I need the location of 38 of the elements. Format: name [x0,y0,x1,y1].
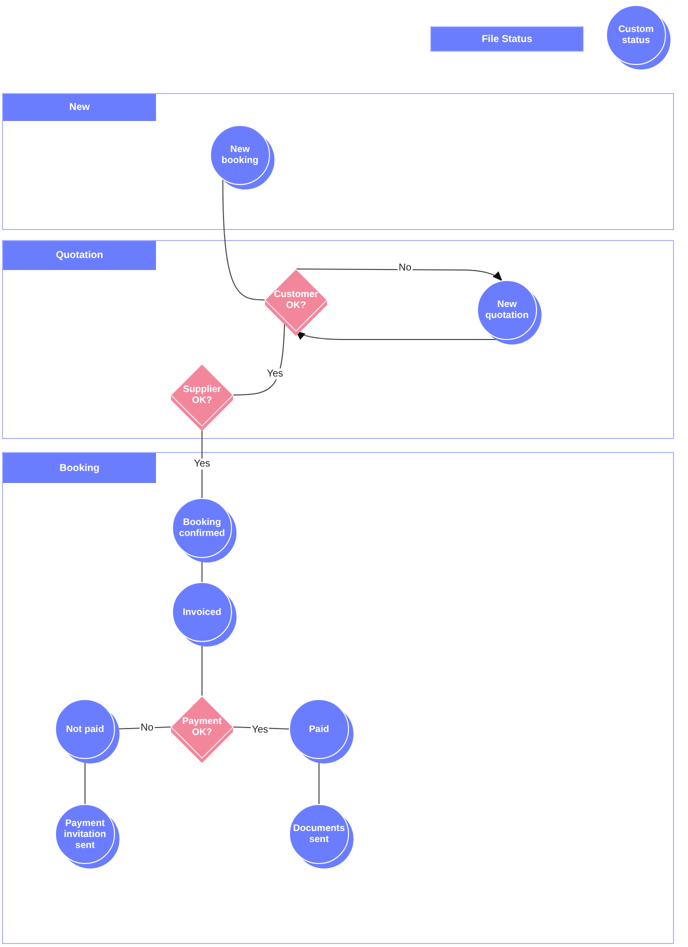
node-label: Booking confirmed [178,516,226,541]
swimlane [2,93,674,230]
swimlane [2,452,674,944]
status-circle [172,582,237,647]
lane-header: Quotation [3,241,156,270]
status-circle [55,699,120,764]
decision-diamond [265,269,327,336]
node-label: Invoiced [182,606,222,620]
node-label: Not paid [65,722,105,736]
swimlane [2,240,674,439]
node-label: Payment invitation sent [62,816,108,852]
arrow [296,268,503,282]
decision-diamond [171,364,233,431]
node-label: Customer OK? [272,288,320,313]
edge-label: Yes [250,724,270,736]
status-circle [606,5,671,70]
node-label: Documents sent [292,822,346,847]
status-circle [477,280,542,345]
node-label: Paid [308,722,330,736]
node-label: New booking [220,143,260,168]
status-box: File Status [430,26,584,52]
status-circle [289,804,354,869]
edge-label: No [398,262,412,274]
lane-header: Booking [3,453,156,483]
node-label: Payment OK? [181,715,223,740]
lane-header: New [3,94,156,121]
connector-line [222,179,266,300]
node-label: Supplier OK? [182,383,222,408]
status-circle [172,498,237,563]
edge-label: Yes [266,368,284,380]
decision-diamond [171,696,233,763]
status-circle [210,125,275,190]
status-circle [289,699,354,764]
edge-label: Yes [192,458,212,470]
edge-label: No [140,722,154,734]
status-circle [55,804,120,869]
node-label: Custom status [617,23,655,48]
node-label: New quotation [484,298,530,323]
